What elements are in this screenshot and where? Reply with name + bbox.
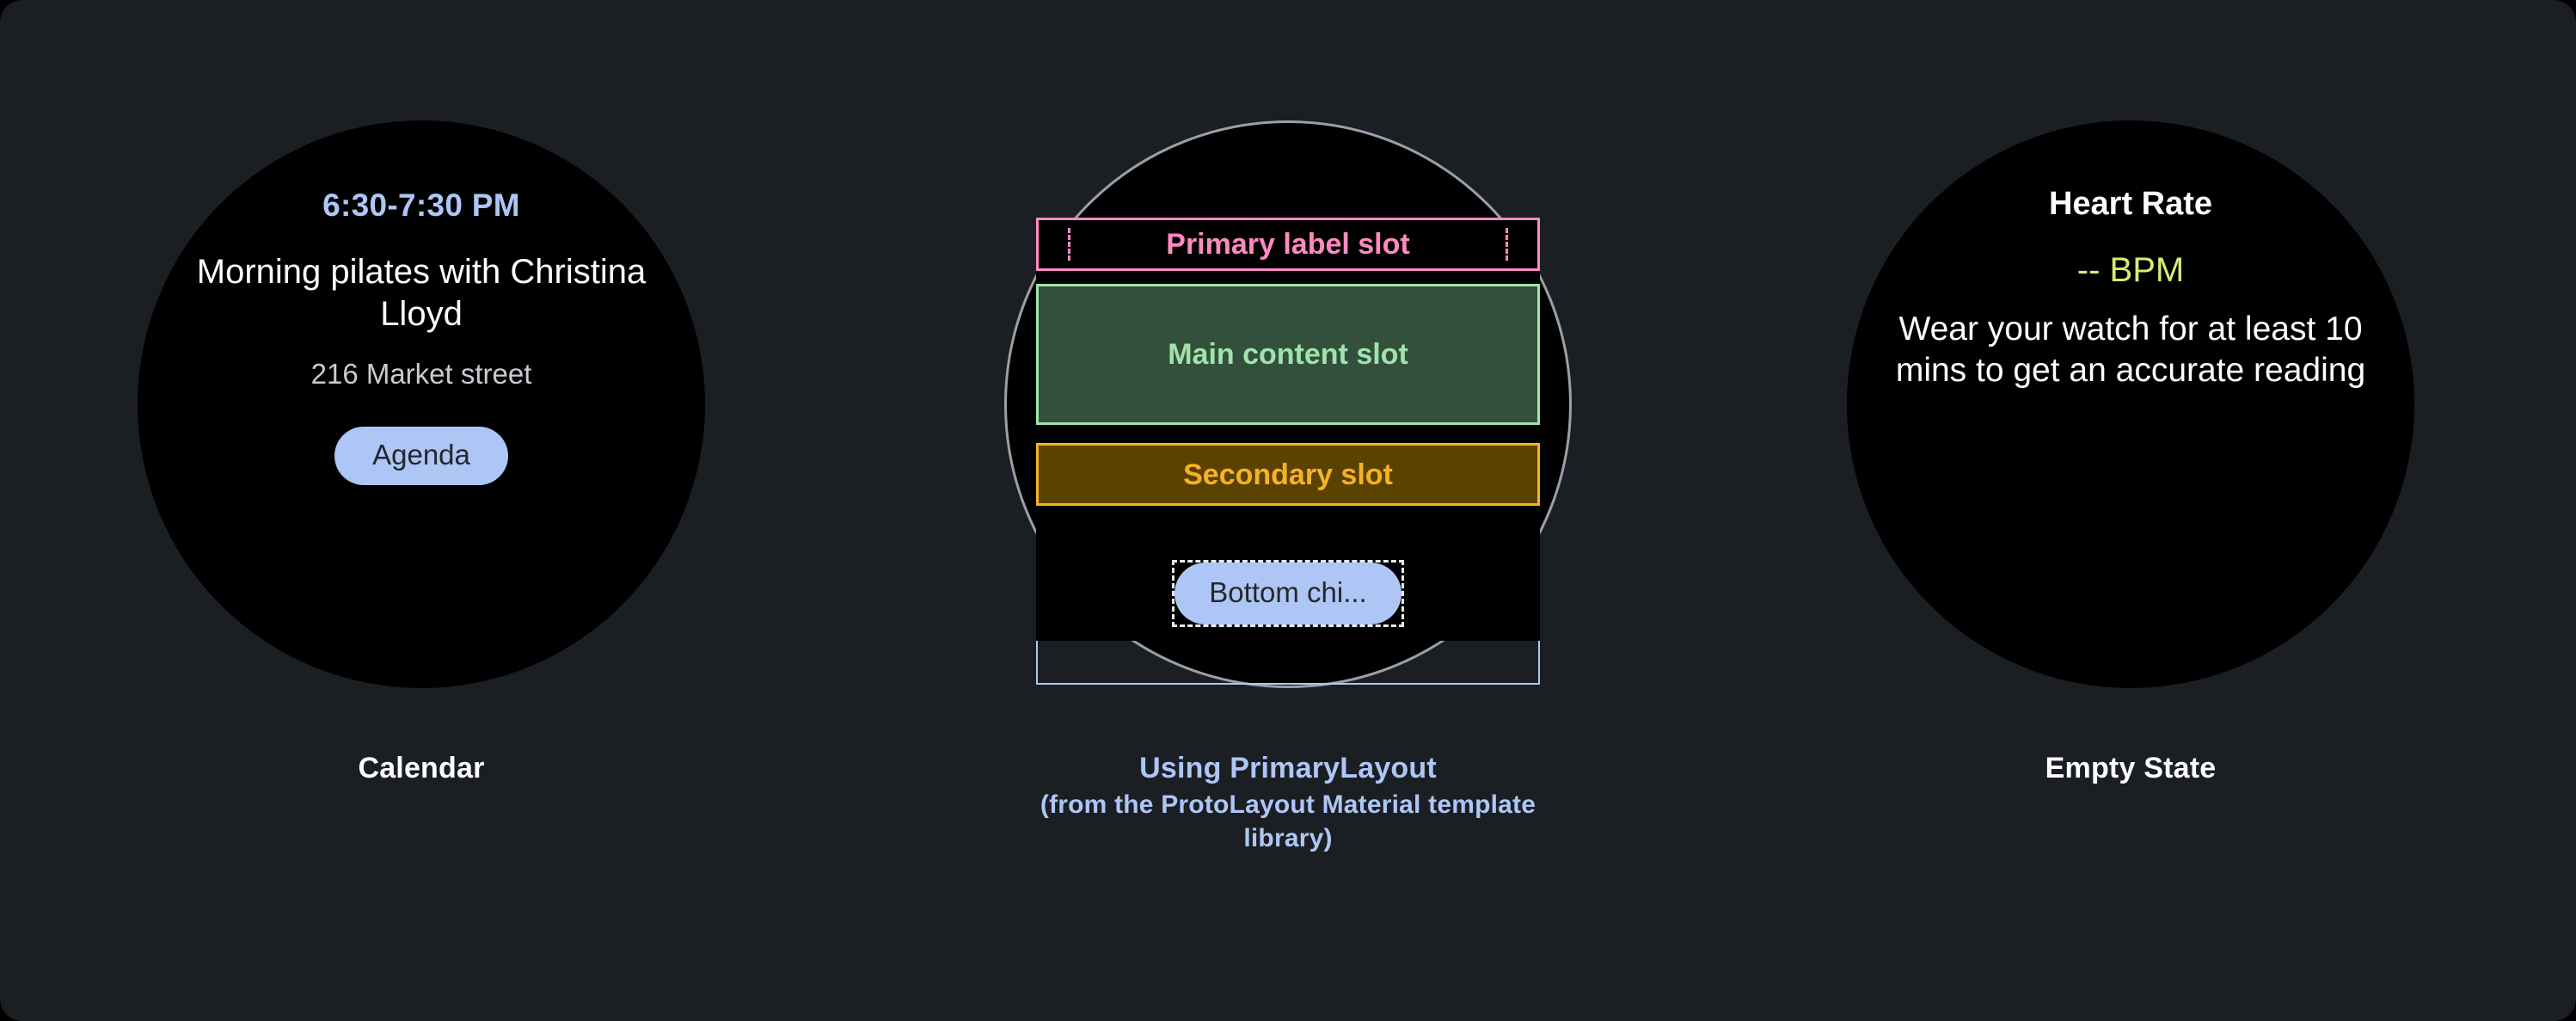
panel-primary-layout: Primary label slot Main content slot Sec… bbox=[867, 0, 1709, 1021]
caption-calendar-label: Calendar bbox=[358, 752, 485, 784]
caption-primary-layout-sublabel: (from the ProtoLayout Material template … bbox=[1040, 790, 1536, 852]
calendar-event-address: 216 Market street bbox=[310, 357, 532, 390]
empty-state-title: Heart Rate bbox=[2048, 186, 2213, 222]
primary-layout-overlay: Primary label slot Main content slot Sec… bbox=[1036, 218, 1540, 685]
calendar-event-title: Morning pilates with Christina Lloyd bbox=[196, 253, 647, 333]
panel-empty-state: Heart Rate -- BPM Wear your watch for at… bbox=[1709, 0, 2552, 1021]
primary-label-slot: Primary label slot bbox=[1036, 218, 1540, 271]
main-content-slot: Main content slot bbox=[1036, 284, 1540, 425]
empty-state-body-text: Wear your watch for at least 10 mins to … bbox=[1895, 311, 2366, 390]
secondary-slot: Secondary slot bbox=[1036, 443, 1540, 506]
bottom-chip-dashed-outline: Bottom chi... bbox=[1172, 560, 1404, 627]
spacer-band-3 bbox=[1036, 506, 1540, 538]
spacer-band-1 bbox=[1036, 271, 1540, 284]
agenda-chip-button[interactable]: Agenda bbox=[334, 426, 508, 485]
secondary-slot-label: Secondary slot bbox=[1183, 458, 1393, 491]
caption-empty-state: Empty State bbox=[1709, 750, 2552, 788]
calendar-time-range: 6:30-7:30 PM bbox=[322, 188, 520, 223]
caption-empty-state-label: Empty State bbox=[2045, 752, 2217, 784]
caption-calendar: Calendar bbox=[0, 750, 843, 788]
bottom-chip-button[interactable]: Bottom chi... bbox=[1175, 563, 1401, 624]
main-content-slot-label: Main content slot bbox=[1168, 338, 1408, 371]
watch-face-empty-state: Heart Rate -- BPM Wear your watch for at… bbox=[1847, 120, 2414, 688]
bottom-chip-region: Bottom chi... bbox=[1036, 538, 1540, 685]
watch-face-calendar: 6:30-7:30 PM Morning pilates with Christ… bbox=[138, 120, 705, 688]
empty-state-bpm-value: -- BPM bbox=[2076, 251, 2185, 289]
primary-label-slot-label: Primary label slot bbox=[1166, 228, 1410, 261]
caption-primary-layout-label: Using PrimaryLayout bbox=[1139, 752, 1437, 784]
caption-primary-layout: Using PrimaryLayout (from the ProtoLayou… bbox=[867, 750, 1709, 855]
spacer-band-2 bbox=[1036, 425, 1540, 443]
panel-calendar: 6:30-7:30 PM Morning pilates with Christ… bbox=[0, 0, 843, 1021]
dashed-guide-right-icon bbox=[1506, 228, 1508, 261]
dashed-guide-left-icon bbox=[1068, 228, 1070, 261]
